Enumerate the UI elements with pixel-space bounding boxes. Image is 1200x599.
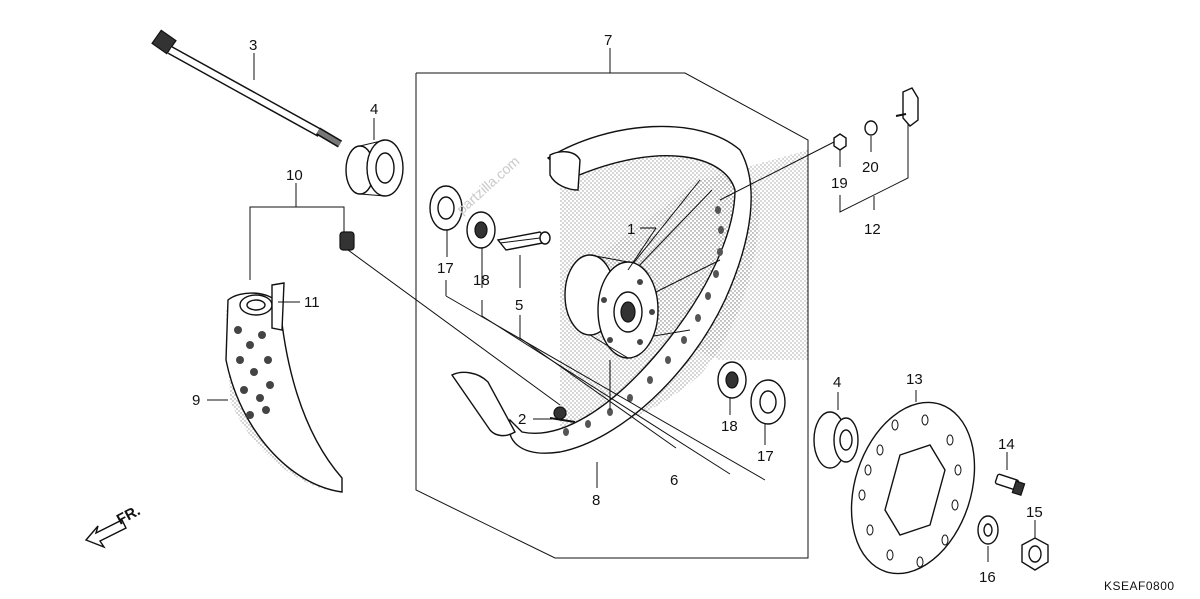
hub-part-6 (564, 254, 659, 359)
collar-part-4-right (813, 411, 859, 469)
callout-10: 10 (286, 167, 303, 184)
rim-part-8 (450, 125, 752, 454)
callout-17-right: 17 (757, 448, 774, 465)
nut-part-15 (1021, 537, 1049, 571)
callout-1: 1 (627, 221, 635, 238)
callout-4-top: 4 (370, 101, 378, 118)
callout-11: 11 (304, 294, 320, 311)
callout-17-left: 17 (437, 260, 454, 277)
callout-14: 14 (998, 436, 1015, 453)
callout-7: 7 (604, 32, 612, 49)
callout-15: 15 (1026, 504, 1043, 521)
axle-part-3 (151, 29, 343, 148)
wheel-assembly-boundary (415, 72, 809, 559)
callout-19: 19 (831, 175, 848, 192)
callout-20: 20 (862, 159, 879, 176)
tire-and-tube-parts-9-11 (225, 282, 343, 493)
valve-cap-part-10 (339, 231, 355, 251)
callout-12: 12 (864, 221, 881, 238)
valve-part-2 (549, 406, 576, 423)
brake-disk-part-13 (850, 401, 976, 575)
callout-9: 9 (192, 392, 200, 409)
watermark: partzilla.com (453, 153, 522, 217)
callout-6: 6 (670, 472, 678, 489)
washer-part-16 (977, 515, 999, 545)
collar-part-4-top (345, 139, 404, 197)
leader-lines (207, 48, 1036, 562)
callout-2: 2 (518, 411, 526, 428)
oil-seal-part-17-right (750, 379, 786, 425)
bearing-part-18-left (466, 211, 496, 249)
bearing-part-18-right (717, 361, 747, 399)
front-direction-arrow: FR. (84, 502, 143, 549)
bolt-part-14 (994, 473, 1026, 497)
callout-13: 13 (906, 371, 923, 388)
callout-3: 3 (249, 37, 257, 54)
spacer-part-5 (496, 231, 551, 251)
drawing-code: KSEAF0800 (1104, 579, 1175, 593)
callout-8: 8 (592, 492, 600, 509)
callout-18-left: 18 (473, 272, 490, 289)
callout-16: 16 (979, 569, 996, 586)
bracket-part-12 (895, 87, 919, 127)
nut-part-19 (833, 133, 847, 151)
callout-4-right: 4 (833, 374, 841, 391)
callout-18-right: 18 (721, 418, 738, 435)
oil-seal-part-17-left (429, 185, 463, 231)
washer-part-20 (864, 120, 878, 136)
callout-5: 5 (515, 297, 523, 314)
